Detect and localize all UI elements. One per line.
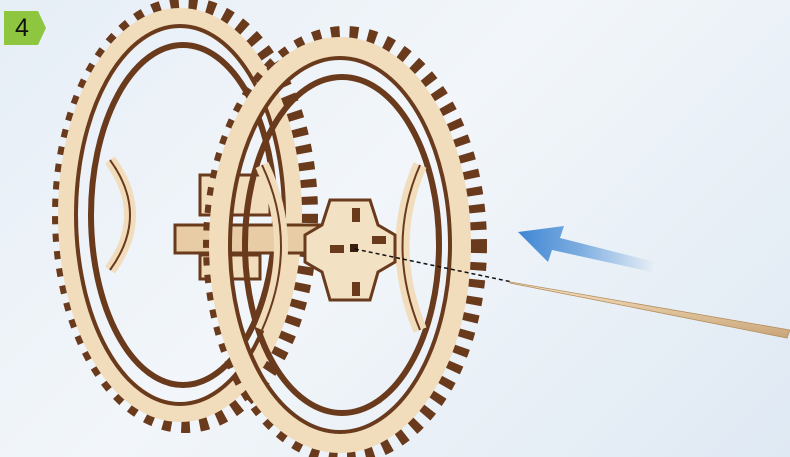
cross-plate — [305, 200, 395, 300]
axle-stick — [510, 282, 790, 338]
step-badge: 4 — [4, 11, 46, 45]
insert-direction-arrow-icon — [518, 226, 655, 272]
step-number: 4 — [4, 11, 40, 45]
